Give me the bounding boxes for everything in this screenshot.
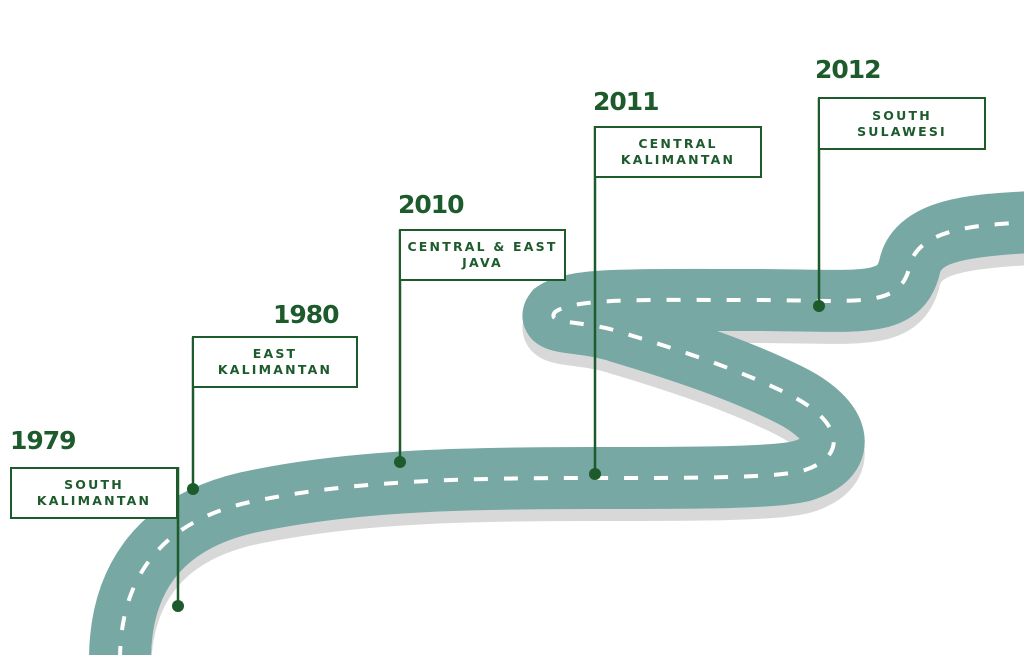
milestone-label-1980: EAST KALIMANTAN [192,336,358,388]
milestone-year-1980: 1980 [273,300,340,329]
milestone-dot-2012 [813,300,825,312]
milestone-dot-1980 [187,483,199,495]
milestone-year-2011: 2011 [593,87,660,116]
milestone-year-1979: 1979 [10,426,77,455]
milestone-label-2012: SOUTH SULAWESI [818,97,986,150]
milestone-year-2012: 2012 [815,55,882,84]
milestone-dot-1979 [172,600,184,612]
milestone-year-2010: 2010 [398,190,465,219]
milestone-label-2010: CENTRAL & EAST JAVA [399,229,566,281]
lane-marking [118,220,1024,655]
milestone-label-1979: SOUTH KALIMANTAN [10,467,178,519]
milestone-label-2011: CENTRAL KALIMANTAN [594,126,762,178]
milestone-dot-2010 [394,456,406,468]
milestone-dot-2011 [589,468,601,480]
road-surface [89,191,1024,655]
